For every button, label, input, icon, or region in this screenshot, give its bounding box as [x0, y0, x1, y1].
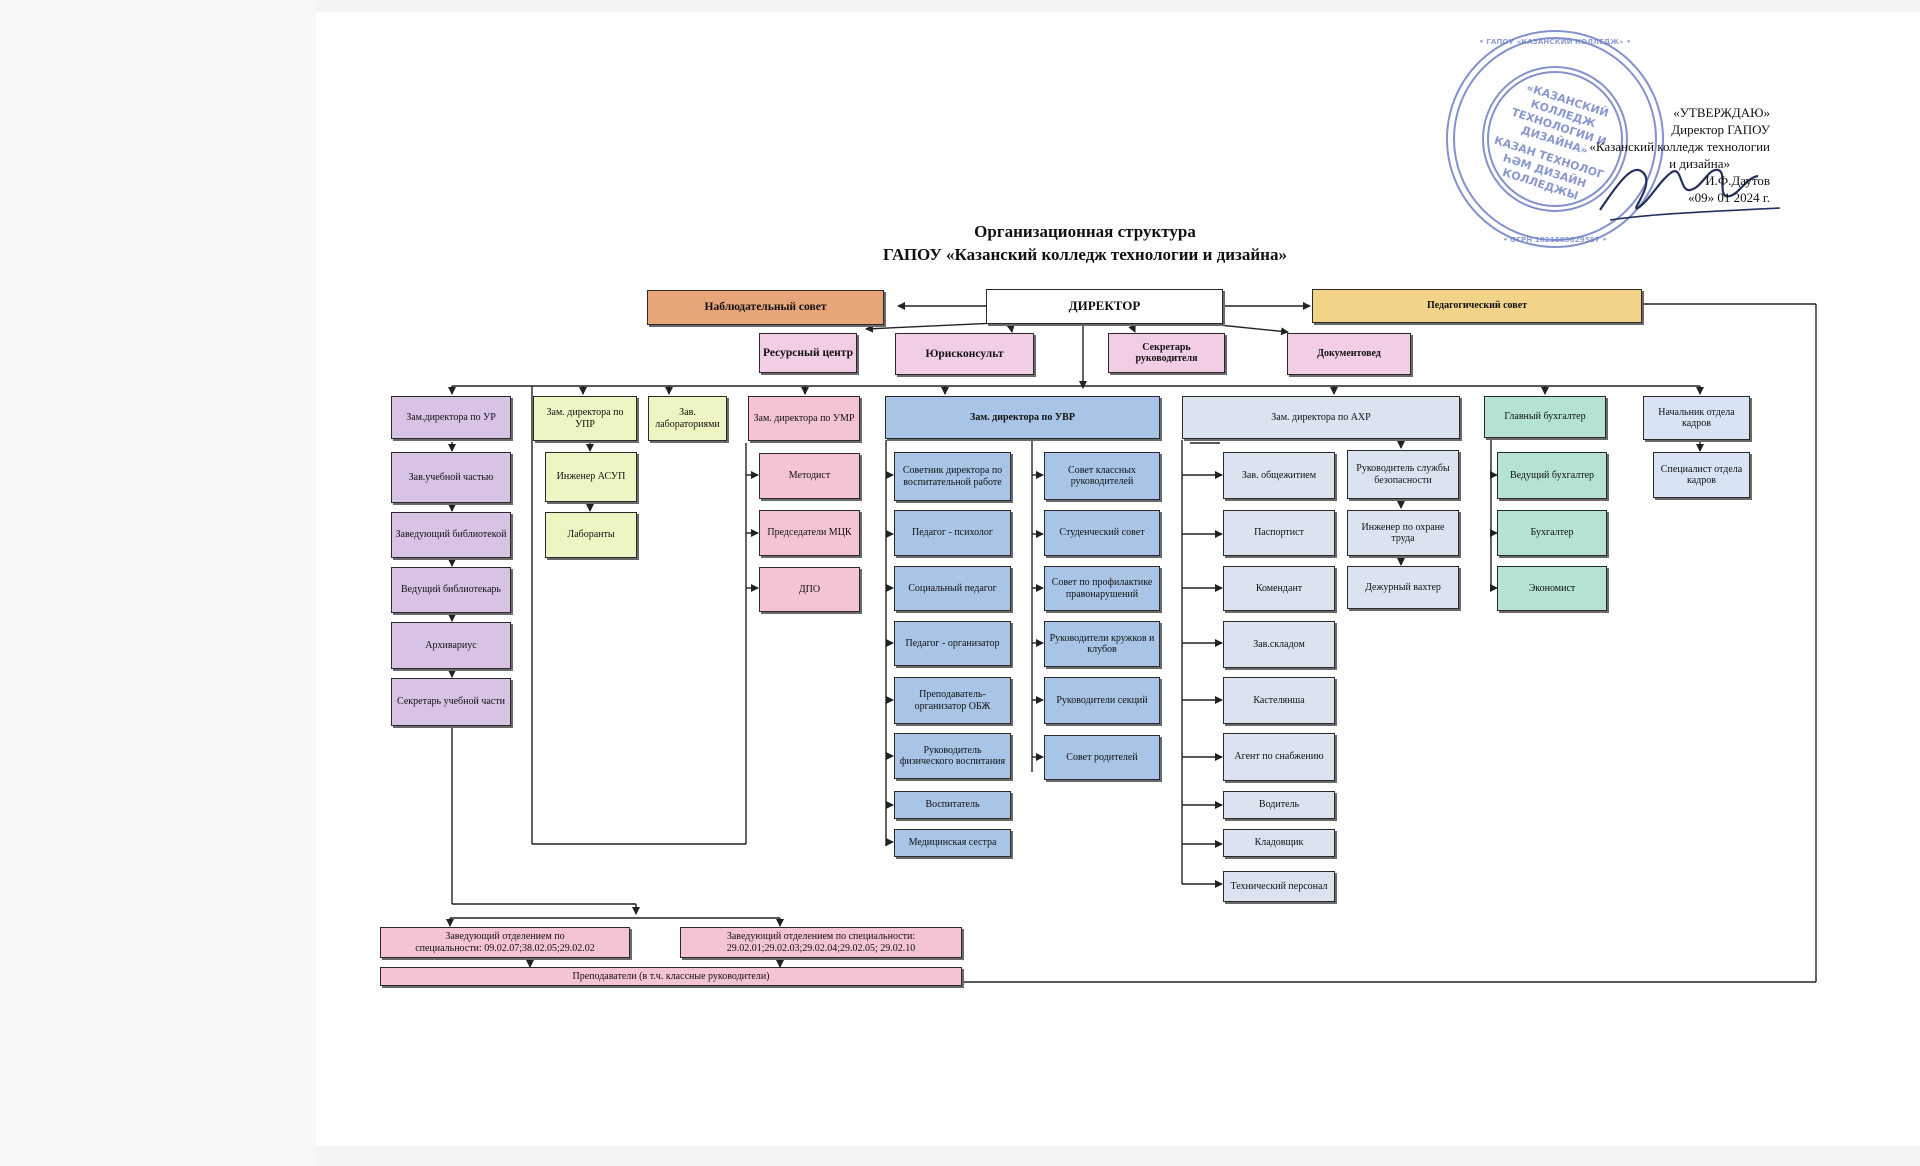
approval-block: «УТВЕРЖДАЮ» Директор ГАПОУ «Казанский ко… — [1589, 105, 1770, 207]
ahr-left-item-4: Зав.складом — [1223, 621, 1335, 668]
ahr-left-item-7: Водитель — [1223, 791, 1335, 819]
ahr-left-item-1: Зав. общежитием — [1223, 452, 1335, 499]
upr-item-2: Лаборанты — [545, 512, 637, 558]
uvr-left-item-1: Советник директора по воспитательной раб… — [894, 452, 1011, 501]
umr-item-3: ДПО — [759, 567, 860, 612]
page-title: Организационная структура — [974, 222, 1196, 241]
deputy-uvr-box: Зам. директора по УВР — [885, 396, 1160, 439]
approval-line-4: и дизайна» — [1669, 156, 1730, 171]
ahr-left-item-2: Паспортист — [1223, 510, 1335, 556]
uvr-right-item-3: Совет по профилактике правонарушений — [1044, 566, 1160, 611]
ur-item-3: Ведущий библиотекарь — [391, 567, 511, 613]
svg-text:• ОГРН 1021603629597 •: • ОГРН 1021603629597 • — [1503, 235, 1607, 244]
ahr-right-item-1: Руководитель службы безопасности — [1347, 450, 1459, 499]
official-stamp: • ГАПОУ «КАЗАНСКИЙ КОЛЛЕДЖ» • • ОГРН 102… — [1446, 30, 1664, 248]
ahr-left-item-3: Комендант — [1223, 566, 1335, 611]
uvr-left-item-4: Педагог - организатор — [894, 621, 1011, 666]
svg-text:• ГАПОУ «КАЗАНСКИЙ КОЛЛЕДЖ» •: • ГАПОУ «КАЗАНСКИЙ КОЛЛЕДЖ» • — [1479, 37, 1631, 46]
umr-item-2: Председатели МЦК — [759, 510, 860, 556]
approval-line-2: Директор ГАПОУ — [1671, 122, 1770, 137]
ur-item-5: Секретарь учебной части — [391, 678, 511, 726]
accounting-item-3: Экономист — [1497, 566, 1607, 611]
hr-item-1: Специалист отдела кадров — [1653, 452, 1750, 498]
uvr-left-item-2: Педагог - психолог — [894, 510, 1011, 556]
deputy-umr-box: Зам. директора по УМР — [748, 396, 860, 441]
ahr-left-item-6: Агент по снабжению — [1223, 733, 1335, 781]
deputy-ur-box: Зам.директора по УР — [391, 396, 511, 439]
uvr-right-item-4: Руководители кружков и клубов — [1044, 621, 1160, 667]
approval-line-3: «Казанский колледж технологии — [1589, 139, 1770, 154]
deputy-ahr-box: Зам. директора по АХР — [1182, 396, 1460, 439]
ahr-left-item-8: Кладовщик — [1223, 829, 1335, 857]
ur-item-2: Заведующий библиотекой — [391, 512, 511, 558]
uvr-right-item-6: Совет родителей — [1044, 735, 1160, 780]
hr-head-box: Начальник отдела кадров — [1643, 396, 1750, 440]
dept-head-box-2: Заведующий отделением по специальности: … — [680, 927, 962, 958]
ahr-left-item-9: Технический персонал — [1223, 871, 1335, 902]
upr-item-1: Инженер АСУП — [545, 452, 637, 502]
approval-line-6: «09» 01 2024 г. — [1688, 190, 1770, 205]
records-manager-box: Документовед — [1287, 333, 1411, 375]
ur-item-4: Архивариус — [391, 622, 511, 669]
uvr-left-item-6: Руководитель физического воспитания — [894, 733, 1011, 779]
approval-line-1: «УТВЕРЖДАЮ» — [1673, 105, 1770, 120]
pedagogical-council-box: Педагогический совет — [1312, 289, 1642, 323]
uvr-right-item-5: Руководители секций — [1044, 677, 1160, 724]
umr-item-1: Методист — [759, 453, 860, 499]
accounting-item-2: Бухгалтер — [1497, 510, 1607, 556]
uvr-right-item-1: Совет классных руководителей — [1044, 452, 1160, 500]
labs-head-box: Зав. лабораториями — [648, 396, 727, 441]
uvr-left-item-3: Социальный педагог — [894, 566, 1011, 611]
ahr-right-item-2: Инженер по охране труда — [1347, 510, 1459, 556]
scan-margin — [0, 0, 316, 1166]
uvr-left-item-5: Преподаватель-организатор ОБЖ — [894, 677, 1011, 724]
deputy-upr-box: Зам. директора по УПР — [533, 396, 637, 441]
dept-head-box-1: Заведующий отделением по специальности: … — [380, 927, 630, 958]
accounting-item-1: Ведущий бухгалтер — [1497, 452, 1607, 499]
ur-item-1: Зав.учебной частью — [391, 452, 511, 503]
ahr-left-item-5: Кастелянша — [1223, 677, 1335, 724]
director-box: ДИРЕКТОР — [986, 289, 1223, 324]
signature — [1599, 168, 1781, 221]
legal-advisor-box: Юрисконсульт — [895, 333, 1034, 375]
teachers-box: Преподаватели (в т.ч. классные руководит… — [380, 967, 962, 986]
uvr-right-item-2: Студенческий совет — [1044, 510, 1160, 556]
resource-center-box: Ресурсный центр — [759, 333, 857, 373]
uvr-left-item-8: Медицинская сестра — [894, 829, 1011, 857]
uvr-left-item-7: Воспитатель — [894, 791, 1011, 819]
secretary-box: Секретарь руководителя — [1108, 333, 1225, 373]
approval-line-5: И.Ф.Даутов — [1705, 173, 1770, 188]
ahr-right-item-3: Дежурный вахтер — [1347, 566, 1459, 609]
chief-accountant-box: Главный бухгалтер — [1484, 396, 1606, 438]
supervisory-board-box: Наблюдательный совет — [647, 290, 884, 325]
page-subtitle: ГАПОУ «Казанский колледж технологии и ди… — [883, 245, 1287, 264]
